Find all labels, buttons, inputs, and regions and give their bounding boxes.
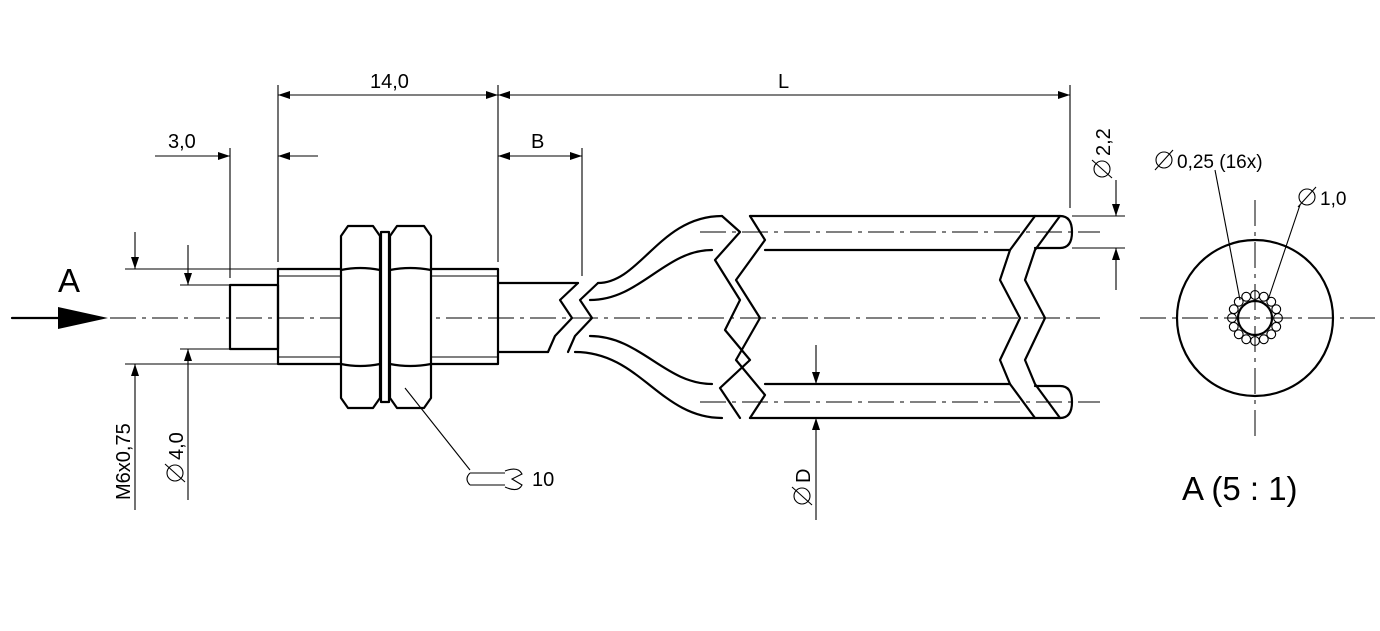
dim-4-label: 4,0 <box>166 432 188 460</box>
fiber <box>1228 304 1239 315</box>
fiber-cable <box>546 214 1074 420</box>
wrench-size-label: 10 <box>532 469 554 491</box>
fiber-dia-label: 0,25 (16x) <box>1177 152 1263 173</box>
dim-14-label: 14,0 <box>370 71 409 93</box>
fiber <box>1233 329 1244 340</box>
centerlines <box>110 200 1375 440</box>
diameter-symbol-icon <box>791 486 813 506</box>
washer <box>379 230 391 404</box>
dimension-B: B <box>498 131 583 276</box>
fiber <box>1241 291 1252 302</box>
dimension-dia-2-2: 2,2 <box>1072 128 1125 290</box>
dimension-dia-4: 4,0 <box>164 245 230 500</box>
dimension-3: 3,0 <box>155 131 318 278</box>
fiber <box>1258 291 1269 302</box>
fiber <box>1271 304 1282 315</box>
hex-nut-left <box>339 224 382 410</box>
dimension-dia-D: D <box>791 345 820 520</box>
diameter-symbol-icon <box>1154 149 1174 171</box>
hex-nut-right <box>388 224 433 410</box>
view-title: A (5 : 1) <box>1182 470 1298 507</box>
dimension-14: 14,0 <box>277 71 499 262</box>
wrench-icon <box>466 468 523 491</box>
dim-B-label: B <box>531 131 544 153</box>
fiber <box>1228 321 1239 332</box>
diameter-symbol-icon <box>1297 186 1317 208</box>
view-A-detail: 0,25 (16x) 1,0 A (5 : 1) <box>1154 149 1346 507</box>
fiber <box>1258 334 1269 345</box>
dim-D-label: D <box>793 469 815 483</box>
dimension-L: L <box>498 71 1071 208</box>
dimension-thread: M6x0,75 <box>113 232 278 510</box>
diameter-symbol-icon <box>1091 159 1113 179</box>
fiber <box>1271 321 1282 332</box>
dim-3-label: 3,0 <box>168 131 196 153</box>
fiber-dia-callout: 0,25 (16x) <box>1154 149 1263 173</box>
wrench-callout: 10 <box>404 387 554 491</box>
dim-2-2-label: 2,2 <box>1093 128 1115 156</box>
view-arrow-label: A <box>58 262 80 299</box>
diameter-symbol-icon <box>164 463 186 483</box>
fiber <box>1233 296 1244 307</box>
fiber <box>1266 329 1277 340</box>
view-arrow-icon: A <box>10 262 108 329</box>
core-dia-label: 1,0 <box>1320 189 1346 210</box>
fiber <box>1266 296 1277 307</box>
dim-L-label: L <box>778 71 789 93</box>
fiber <box>1241 334 1252 345</box>
thread-label: M6x0,75 <box>113 423 135 500</box>
fiber-ring <box>1227 290 1283 346</box>
core-dia-callout: 1,0 <box>1297 186 1346 210</box>
